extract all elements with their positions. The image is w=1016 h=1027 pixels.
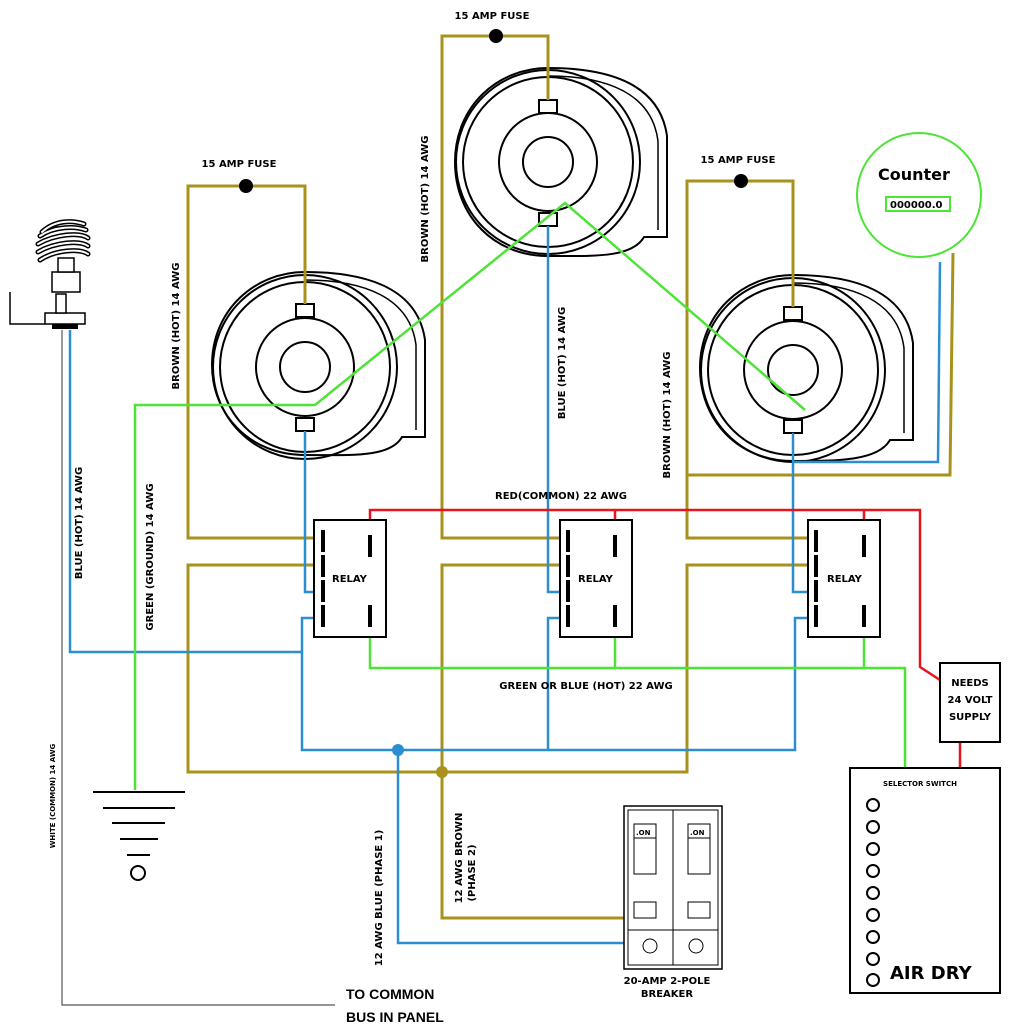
breaker-label-line2: BREAKER bbox=[641, 989, 693, 1000]
fuse-right-icon bbox=[734, 174, 748, 188]
relay-center-label: RELAY bbox=[578, 574, 614, 585]
relay-left-icon: RELAY bbox=[313, 519, 387, 638]
air-dry-label: AIR DRY bbox=[890, 963, 973, 984]
blower-left-icon bbox=[210, 270, 426, 460]
green-ground-label: GREEN (GROUND) 14 AWG bbox=[145, 483, 156, 630]
brown-right-label: BROWN (HOT) 14 AWG bbox=[662, 352, 673, 479]
fuse-center-icon bbox=[489, 29, 503, 43]
blue-left-label: BLUE (HOT) 14 AWG bbox=[74, 467, 85, 579]
blower-right-icon bbox=[698, 273, 914, 463]
counter-icon: Counter 000000.0 bbox=[856, 132, 982, 258]
needs-line1: NEEDS bbox=[951, 678, 989, 689]
relay-right-icon: RELAY bbox=[807, 519, 881, 638]
junction-blue-icon bbox=[392, 744, 404, 756]
fuse-right-label: 15 AMP FUSE bbox=[701, 155, 776, 166]
blower-center-icon bbox=[453, 66, 668, 258]
selector-switch-icon: SELECTOR SWITCH AIR DRY bbox=[849, 767, 1001, 994]
brown-left-label: BROWN (HOT) 14 AWG bbox=[171, 263, 182, 390]
brown-phase2-line1: 12 AWG BROWN bbox=[454, 813, 465, 904]
junction-brown-icon bbox=[436, 766, 448, 778]
fuse-top-label: 15 AMP FUSE bbox=[455, 11, 530, 22]
brown-wires bbox=[186, 34, 955, 920]
to-common-line2: BUS IN PANEL bbox=[346, 1009, 444, 1025]
red-common-label: RED(COMMON) 22 AWG bbox=[495, 491, 627, 502]
fuse-left-label: 15 AMP FUSE bbox=[202, 159, 277, 170]
fuse-left-icon bbox=[239, 179, 253, 193]
needs-line2: 24 VOLT bbox=[948, 695, 993, 706]
power-supply-box: NEEDS 24 VOLT SUPPLY bbox=[939, 662, 1001, 743]
counter-title: Counter bbox=[878, 165, 950, 184]
ground-symbol-icon bbox=[93, 791, 185, 881]
selector-switch-label: SELECTOR SWITCH bbox=[883, 780, 957, 788]
needs-line3: SUPPLY bbox=[949, 712, 992, 723]
light-bulb-icon bbox=[9, 219, 91, 329]
brown-phase2-line2: (PHASE 2) bbox=[467, 844, 478, 901]
white-common-label: WHITE (COMMON) 14 AWG bbox=[49, 743, 57, 848]
green-or-blue-label: GREEN OR BLUE (HOT) 22 AWG bbox=[499, 681, 672, 692]
white-common-wire bbox=[61, 330, 335, 1006]
blue-phase1-label: 12 AWG BLUE (PHASE 1) bbox=[374, 830, 385, 967]
brown-center-label: BROWN (HOT) 14 AWG bbox=[420, 136, 431, 263]
counter-value: 000000.0 bbox=[890, 200, 943, 211]
breaker-label-line1: 20-AMP 2-POLE bbox=[624, 976, 711, 987]
blue-center-label: BLUE (HOT) 14 AWG bbox=[557, 307, 568, 419]
relay-left-label: RELAY bbox=[332, 574, 368, 585]
relay-center-icon: RELAY bbox=[559, 519, 633, 638]
to-common-line1: TO COMMON bbox=[346, 986, 434, 1002]
breaker-icon: .ON .ON bbox=[623, 805, 723, 970]
relay-right-label: RELAY bbox=[827, 574, 863, 585]
breaker-on-right: .ON bbox=[690, 829, 705, 837]
breaker-on-left: .ON bbox=[636, 829, 651, 837]
